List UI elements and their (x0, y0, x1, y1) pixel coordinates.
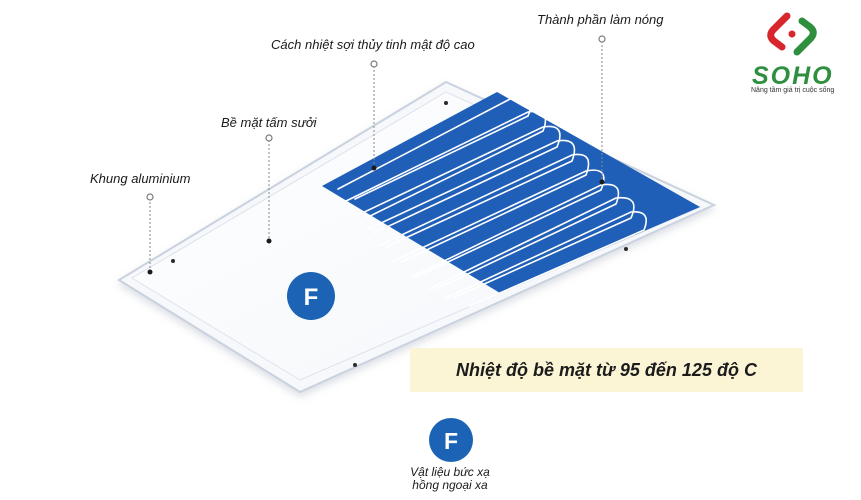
label-aluminium-frame: Khung aluminium (90, 171, 191, 186)
frame-screw (171, 259, 175, 263)
leader-dot (266, 238, 272, 244)
legend-line-2: hồng ngoại xa (412, 478, 488, 492)
legend-caption: Vật liệu bức xạ hồng ngoại xa (385, 466, 515, 492)
frame-screw (624, 247, 628, 251)
heating-element-coils (337, 96, 647, 307)
soho-logo-mark (767, 12, 817, 56)
soho-logo-wordmark: SOHO (752, 62, 834, 90)
leader-ring (146, 193, 154, 201)
badge-letter: F (304, 284, 319, 311)
leader-dot (147, 269, 153, 275)
label-heater-surface: Bề mặt tấm sưởi (221, 115, 317, 130)
leader-dot (371, 165, 377, 171)
leader-ring (370, 60, 378, 68)
leader-dot (599, 179, 605, 185)
label-fiberglass-insulation: Cách nhiệt sợi thủy tinh mật độ cao (271, 37, 475, 52)
far-infrared-badge: F (287, 272, 335, 320)
label-heating-element: Thành phần làm nóng (537, 12, 664, 27)
leader-ring (598, 35, 606, 43)
legend-badge-letter: F (444, 428, 458, 454)
frame-screw (444, 101, 448, 105)
frame-screw (353, 363, 357, 367)
leader-ring (265, 134, 273, 142)
temperature-banner-text: Nhiệt độ bề mặt từ 95 đến 125 độ C (456, 359, 757, 380)
soho-logo-tagline: Nâng tầm giá trị cuộc sống (751, 87, 835, 94)
temperature-banner: Nhiệt độ bề mặt từ 95 đến 125 độ C (410, 348, 803, 392)
fiberglass-insulation-area (322, 92, 700, 293)
legend-badge: F (429, 418, 473, 462)
legend-line-1: Vật liệu bức xạ (410, 465, 490, 479)
